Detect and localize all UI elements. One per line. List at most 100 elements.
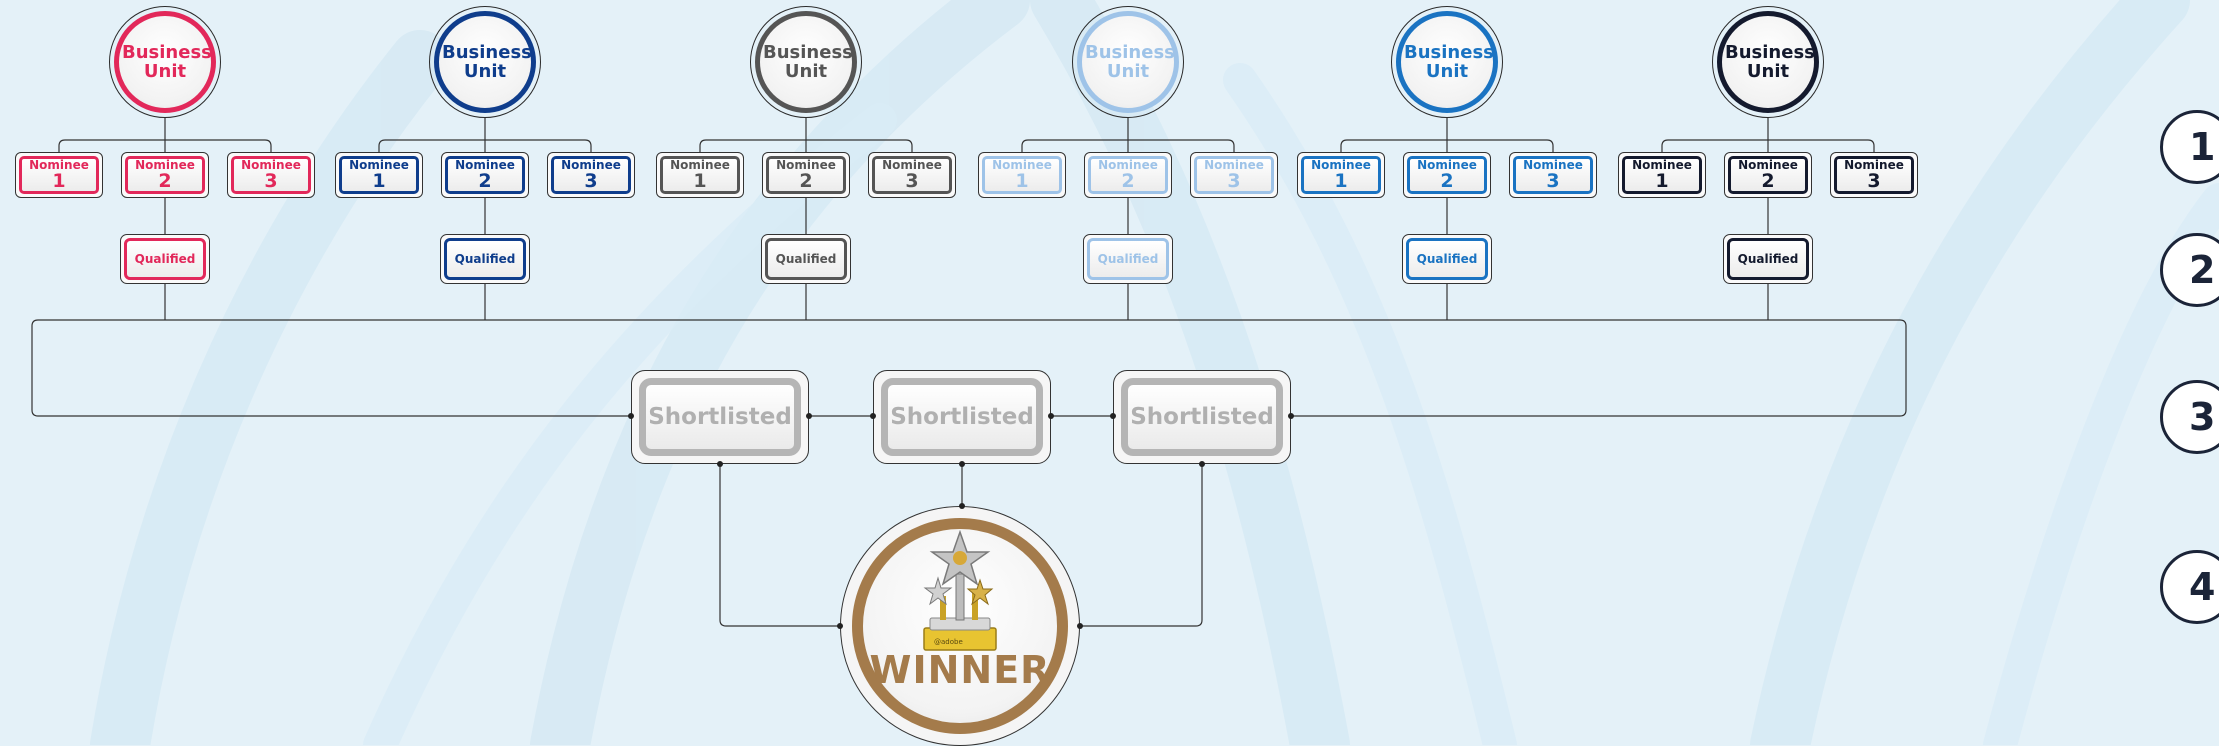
nominee-label: Nominee: [1098, 158, 1158, 172]
connector-dot: [870, 413, 876, 419]
nominee-1-card[interactable]: Nominee 1: [978, 152, 1066, 198]
connector-dot: [1199, 461, 1205, 467]
step-number-1: 1: [2160, 110, 2219, 184]
nominee-badge: Nominee 3: [551, 156, 631, 194]
step-number-label: 4: [2189, 565, 2216, 609]
connector-dot: [959, 461, 965, 467]
nominee-2-card[interactable]: Nominee 2: [1084, 152, 1172, 198]
nominee-2-card[interactable]: Nominee 2: [1724, 152, 1812, 198]
qualified-label: Qualified: [1406, 238, 1488, 280]
connector-dot: [1077, 623, 1083, 629]
nominee-3-card[interactable]: Nominee 3: [1509, 152, 1597, 198]
nominee-2-card[interactable]: Nominee 2: [1403, 152, 1491, 198]
nominee-3-card[interactable]: Nominee 3: [1190, 152, 1278, 198]
nominee-label: Nominee: [992, 158, 1052, 172]
nominee-number: 3: [264, 170, 278, 192]
connector-dot: [717, 461, 723, 467]
step-number-label: 1: [2189, 125, 2216, 169]
nominee-2-card[interactable]: Nominee 2: [121, 152, 209, 198]
qualified-card[interactable]: Qualified: [1083, 234, 1173, 284]
shortlisted-label: Shortlisted: [881, 378, 1043, 456]
nominee-label: Nominee: [561, 158, 621, 172]
nominee-3-card[interactable]: Nominee 3: [547, 152, 635, 198]
nominee-badge: Nominee 3: [1513, 156, 1593, 194]
nominee-1-card[interactable]: Nominee 1: [1297, 152, 1385, 198]
nominee-number: 3: [905, 170, 919, 192]
connector-dot: [959, 503, 965, 509]
shortlisted-3-to-winner-line: [1080, 464, 1203, 627]
nominee-label: Nominee: [1738, 158, 1798, 172]
qualified-label: Qualified: [444, 238, 526, 280]
nominee-2-card[interactable]: Nominee 2: [441, 152, 529, 198]
nominee-label: Nominee: [455, 158, 515, 172]
nominee-badge: Nominee 2: [445, 156, 525, 194]
nominee-badge: Nominee 2: [766, 156, 846, 194]
nominee-label: Nominee: [1523, 158, 1583, 172]
qualified-card[interactable]: Qualified: [1402, 234, 1492, 284]
bus-left-line: [31, 319, 632, 417]
business-unit-ring: [429, 6, 541, 118]
step-number-4: 4: [2160, 550, 2219, 624]
step-number-3: 3: [2160, 380, 2219, 454]
nominee-badge: Nominee 2: [1728, 156, 1808, 194]
connector-dot: [806, 413, 812, 419]
nominee-3-card[interactable]: Nominee 3: [1830, 152, 1918, 198]
step-number-label: 2: [2189, 248, 2216, 292]
nominee-label: Nominee: [1311, 158, 1371, 172]
qualified-card[interactable]: Qualified: [440, 234, 530, 284]
nominee-number: 2: [1761, 170, 1775, 192]
nominee-2-card[interactable]: Nominee 2: [762, 152, 850, 198]
nominee-label: Nominee: [1204, 158, 1264, 172]
nominee-number: 1: [1334, 170, 1348, 192]
nominee-label: Nominee: [670, 158, 730, 172]
nominee-label: Nominee: [882, 158, 942, 172]
nominee-label: Nominee: [135, 158, 195, 172]
shortlisted-card-1[interactable]: Shortlisted: [631, 370, 809, 464]
qualified-card[interactable]: Qualified: [120, 234, 210, 284]
connector-dot: [1288, 413, 1294, 419]
nominee-label: Nominee: [29, 158, 89, 172]
nominee-badge: Nominee 2: [1407, 156, 1487, 194]
nominee-number: 3: [1227, 170, 1241, 192]
qualified-card[interactable]: Qualified: [1723, 234, 1813, 284]
winner-label: WINNER: [869, 648, 1051, 692]
nominee-1-card[interactable]: Nominee 1: [335, 152, 423, 198]
business-unit-ring: [1072, 6, 1184, 118]
shortlisted-card-3[interactable]: Shortlisted: [1113, 370, 1291, 464]
step-number-label: 3: [2189, 395, 2216, 439]
connector-dot: [1048, 413, 1054, 419]
nominee-1-card[interactable]: Nominee 1: [656, 152, 744, 198]
business-unit-ring: [1712, 6, 1824, 118]
nominee-label: Nominee: [776, 158, 836, 172]
shortlisted-card-2[interactable]: Shortlisted: [873, 370, 1051, 464]
qualified-card[interactable]: Qualified: [761, 234, 851, 284]
nominee-number: 1: [1655, 170, 1669, 192]
nominee-badge: Nominee 1: [1301, 156, 1381, 194]
trophy-icon: @adobe: [923, 529, 997, 651]
business-unit-ring: [1391, 6, 1503, 118]
step-number-2: 2: [2160, 233, 2219, 307]
nominee-number: 2: [1440, 170, 1454, 192]
nominee-3-card[interactable]: Nominee 3: [227, 152, 315, 198]
nominee-number: 3: [1546, 170, 1560, 192]
qualified-label: Qualified: [1087, 238, 1169, 280]
nominee-number: 1: [372, 170, 386, 192]
nominee-3-card[interactable]: Nominee 3: [868, 152, 956, 198]
trophy-plate-text: @adobe: [934, 638, 963, 646]
nominee-badge: Nominee 2: [125, 156, 205, 194]
nominee-badge: Nominee 2: [1088, 156, 1168, 194]
nominee-1-card[interactable]: Nominee 1: [1618, 152, 1706, 198]
nominee-1-card[interactable]: Nominee 1: [15, 152, 103, 198]
nominee-label: Nominee: [1632, 158, 1692, 172]
bus-right-line: [38, 319, 1907, 417]
